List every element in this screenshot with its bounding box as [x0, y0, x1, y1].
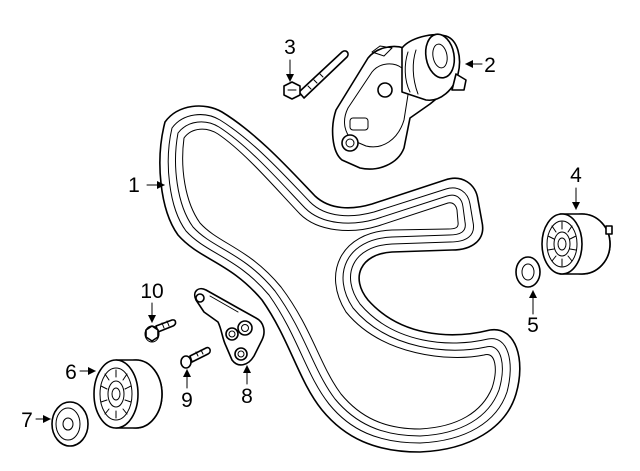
callout-3: 3 [284, 36, 296, 59]
callout-9: 9 [181, 389, 193, 412]
callout-2: 2 [484, 54, 496, 77]
flange-bolt[interactable] [144, 319, 177, 343]
dust-cap-right[interactable] [515, 256, 541, 288]
idler-pulley-right[interactable] [541, 213, 613, 275]
tensioner-bolt[interactable] [283, 50, 349, 100]
serpentine-belt[interactable] [159, 105, 521, 453]
bracket-bolt[interactable] [180, 346, 211, 369]
callout-4: 4 [570, 164, 582, 187]
mounting-bracket[interactable] [193, 287, 265, 366]
callout-10: 10 [140, 280, 163, 303]
callout-5: 5 [527, 314, 539, 337]
idler-pulley-left[interactable] [93, 359, 163, 429]
dust-cap-left[interactable] [51, 401, 89, 447]
callout-1: 1 [128, 174, 140, 197]
callout-7: 7 [21, 409, 33, 432]
callout-6: 6 [65, 361, 77, 384]
callout-8: 8 [241, 385, 253, 408]
belt-tensioner[interactable] [331, 32, 467, 170]
